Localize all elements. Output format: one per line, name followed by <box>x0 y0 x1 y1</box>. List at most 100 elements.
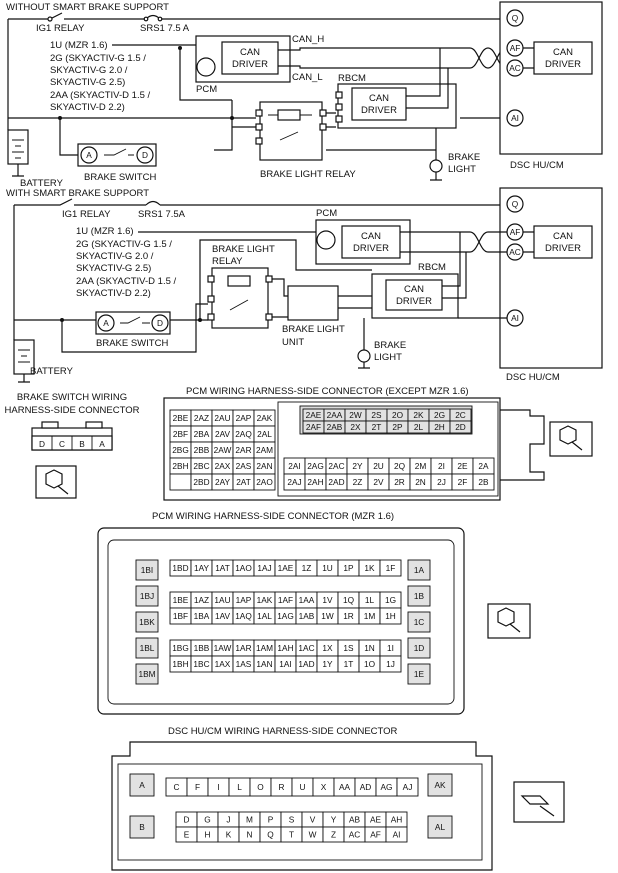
diagram-a-title: WITHOUT SMART BRAKE SUPPORT <box>6 2 169 13</box>
pin-label: G <box>204 815 210 825</box>
pin-label: 2AR <box>235 445 251 455</box>
can-driver-box <box>533 225 593 259</box>
pin-label: 2BG <box>172 445 189 455</box>
engine-label: 2AA (SKYACTIV-D 1.5 / <box>76 276 177 287</box>
pin-label: 1BJ <box>140 591 154 601</box>
engine-label: SKYACTIV-D 2.2) <box>76 288 151 299</box>
pin-label: 2D <box>455 422 466 432</box>
pin-label: 2I <box>438 461 445 471</box>
connector-body <box>111 741 493 871</box>
brake-light-label: LIGHT <box>448 164 476 175</box>
pin-label: B <box>139 822 145 832</box>
pin-label: 2AH <box>307 477 323 487</box>
pin-label: 1AW <box>214 643 232 653</box>
pin-label: 2T <box>372 422 382 432</box>
pin-label: 1AM <box>256 643 273 653</box>
pin-label: 1AB <box>299 611 315 621</box>
relay-coil <box>227 275 251 287</box>
pin-label: 2AU <box>214 413 230 423</box>
can-driver-label: CAN <box>240 47 260 58</box>
pin-label: 2K <box>413 410 424 420</box>
pin-label: 2P <box>392 422 403 432</box>
terminal-label: AI <box>511 313 519 323</box>
pin-label: 1AV <box>215 611 231 621</box>
pin-label: 1BA <box>194 611 210 621</box>
pin-label: AE <box>370 815 382 825</box>
connector-title: HARNESS-SIDE CONNECTOR <box>5 405 140 416</box>
ground-symbol <box>12 164 24 177</box>
pin-label: 2AK <box>257 413 273 423</box>
pin-label: 1AZ <box>194 595 209 605</box>
pin-label: AL <box>435 822 446 832</box>
pin-label: 1K <box>364 563 375 573</box>
pin-label: 2AD <box>328 477 344 487</box>
pin-cell <box>379 655 402 673</box>
pin-label: 2E <box>457 461 468 471</box>
brake-light-bulb <box>357 349 371 363</box>
pin-label: 2BH <box>172 461 188 471</box>
battery-cells <box>18 349 30 363</box>
pin-label: AB <box>349 815 361 825</box>
pcm-ground-line <box>179 48 232 101</box>
terminal-label: D <box>142 150 148 160</box>
switch-terminal <box>97 314 115 332</box>
pin-label: 1BI <box>141 565 153 575</box>
dsc-module <box>499 1 603 155</box>
engine-label: SKYACTIV-G 2.0 / <box>50 65 128 76</box>
pin-cell <box>379 607 402 625</box>
can-driver-label: DRIVER <box>396 296 432 307</box>
pin-label: 2Y <box>352 461 363 471</box>
pin-label: T <box>289 830 294 840</box>
terminal-pin <box>319 123 327 131</box>
battery-a <box>7 129 29 177</box>
pin-label: AA <box>339 782 351 792</box>
pin-label: Q <box>267 830 274 840</box>
connector-title: DSC HU/CM WIRING HARNESS-SIDE CONNECTOR <box>168 726 398 737</box>
pin-label: D <box>184 815 190 825</box>
pin-label: 1AX <box>215 659 231 669</box>
pin-label: 2BD <box>193 477 209 487</box>
terminal-label: Q <box>512 13 519 23</box>
pin-cell <box>407 559 431 581</box>
pin-label: 1AP <box>236 595 252 605</box>
pin-label: 1AH <box>277 643 293 653</box>
ig1-relay-label: IG1 RELAY <box>36 23 85 34</box>
switch-terminal <box>80 146 98 164</box>
pin-cell <box>407 611 431 633</box>
pin-label: 2AF <box>306 422 321 432</box>
can-l-label: CAN_L <box>292 72 323 83</box>
engine-label: 2AA (SKYACTIV-D 1.5 / <box>50 90 151 101</box>
brake-switch-label: BRAKE SWITCH <box>84 172 156 183</box>
pin-label: 2AN <box>256 461 272 471</box>
pin-label: 2F <box>458 477 468 487</box>
can-driver-label: CAN <box>553 47 573 58</box>
pcm-power-circle <box>316 230 336 250</box>
pin-label: 1M <box>364 611 376 621</box>
pin-label: 1AA <box>299 595 315 605</box>
rbcm-can-lines <box>406 48 449 109</box>
pin-label: 1L <box>365 595 375 605</box>
brake-light-relay-label: BRAKE LIGHT <box>212 244 275 255</box>
pin-label: 1BL <box>140 643 155 653</box>
pin-label: 2S <box>371 410 382 420</box>
pin-label: 2AV <box>215 429 231 439</box>
junction-dot <box>60 318 64 322</box>
pin-label: 1N <box>364 643 375 653</box>
pin-label: C <box>59 439 65 449</box>
pin-label: 1G <box>385 595 396 605</box>
brake-light-label: BRAKE <box>374 340 406 351</box>
pin-label: 2B <box>478 477 489 487</box>
dsc-terminal <box>506 109 524 127</box>
pin-label: 1AO <box>235 563 252 573</box>
ig1-relay-label: IG1 RELAY <box>62 209 111 220</box>
terminal-pin <box>265 275 273 283</box>
terminal-pin <box>207 275 215 283</box>
pin-label: 1BM <box>138 669 155 679</box>
pin-label: 2AE <box>306 410 322 420</box>
pin-label: 2R <box>394 477 405 487</box>
brake-circuit-wires <box>8 100 500 160</box>
ground-symbol <box>430 172 442 181</box>
